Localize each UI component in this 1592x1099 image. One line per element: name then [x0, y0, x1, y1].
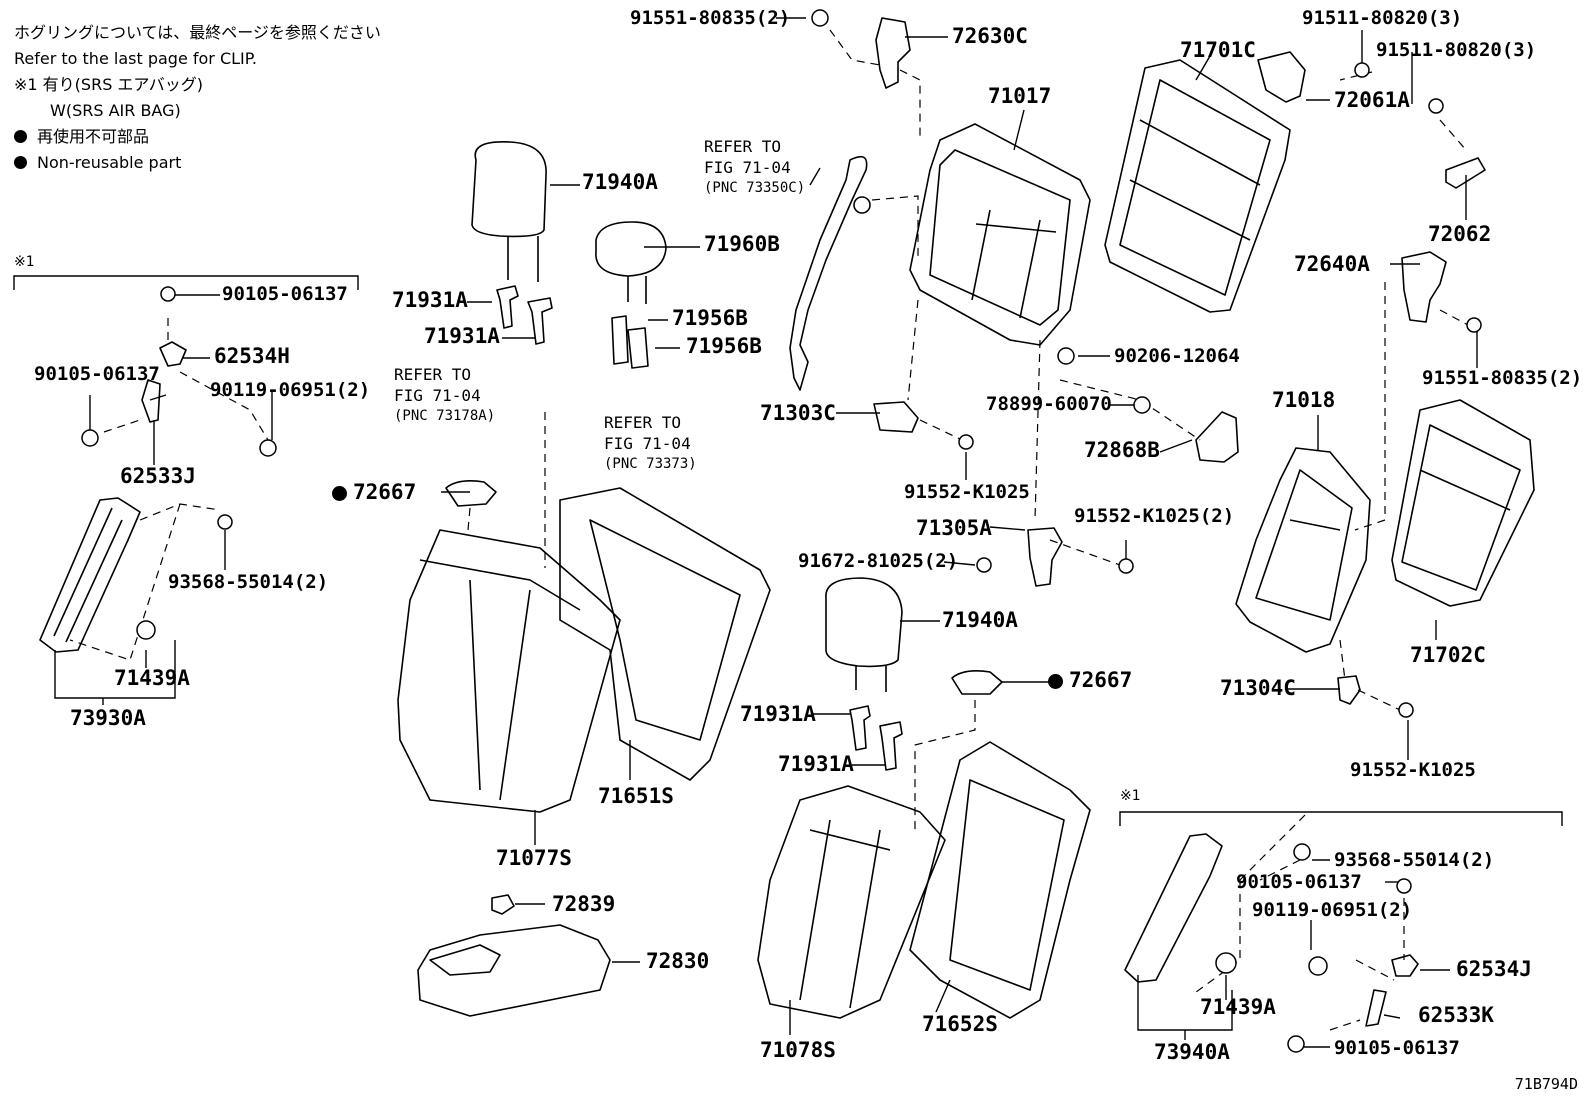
part-label[interactable]: 91511-80820(3)	[1302, 7, 1463, 29]
nonreusable-dot-icon	[332, 486, 347, 501]
legend-clip-note-ja: ホグリングについては、最終ページを参照ください	[14, 23, 381, 42]
part-label[interactable]: 71931A	[778, 752, 854, 776]
part-label[interactable]: 71077S	[496, 846, 572, 870]
seat-belt	[789, 155, 868, 391]
part-label[interactable]: 90206-12064	[1114, 345, 1240, 367]
part-label[interactable]: 71303C	[760, 401, 836, 425]
seatback-board-71702c	[1391, 399, 1535, 607]
part-label[interactable]: 90119-06951(2)	[210, 379, 371, 401]
group-bracket-left	[13, 275, 359, 290]
part-label[interactable]: 93568-55014(2)	[168, 571, 329, 593]
part-label[interactable]: 71018	[1272, 388, 1336, 412]
part-label[interactable]: 91551-80835(2)	[1422, 367, 1583, 389]
part-label[interactable]: 73930A	[70, 706, 146, 730]
armrest-72830	[417, 924, 611, 1017]
seat-pad-71651s	[559, 487, 771, 781]
part-label[interactable]: 72839	[552, 892, 616, 916]
group-bracket-right	[1119, 811, 1563, 826]
seatback-frame-71017	[909, 123, 1091, 346]
part-label[interactable]: 71931A	[424, 324, 500, 348]
part-label[interactable]: 72868B	[1084, 438, 1160, 462]
part-label[interactable]: 71651S	[598, 784, 674, 808]
part-label-nonreusable[interactable]: 72667	[1048, 670, 1132, 691]
airbag-73930a	[39, 497, 141, 653]
part-label[interactable]: 91552-K1025	[1350, 759, 1476, 781]
part-label[interactable]: 72640A	[1294, 252, 1370, 276]
seat-pad-71652s	[909, 741, 1091, 1019]
part-label[interactable]: 90119-06951(2)	[1252, 899, 1413, 921]
part-label[interactable]: 91552-K1025(2)	[1074, 505, 1235, 527]
legend-srs-note-en: W(SRS AIR BAG)	[50, 101, 181, 120]
part-label[interactable]: 90105-06137	[1334, 1037, 1460, 1059]
legend-srs-note-ja: ※1 有り(SRS エアバッグ)	[14, 75, 204, 94]
part-label[interactable]: 72061A	[1334, 88, 1410, 112]
seat-cover-71077s	[397, 529, 621, 813]
part-label[interactable]: 71652S	[922, 1012, 998, 1036]
part-label[interactable]: 62534H	[214, 344, 290, 368]
part-label[interactable]: 90105-06137	[222, 283, 348, 305]
airbag-73940a	[1124, 833, 1223, 983]
group-note-right: ※1	[1120, 788, 1141, 804]
figure-id: 71B794D	[1514, 1075, 1578, 1093]
nonreusable-dot-icon	[1048, 674, 1063, 689]
headrest-71940a-lower	[825, 577, 903, 668]
part-label[interactable]: 71702C	[1410, 643, 1486, 667]
legend-nonreusable-ja: 再使用不可部品	[14, 124, 381, 150]
part-label[interactable]: 71931A	[740, 702, 816, 726]
part-label[interactable]: 72630C	[952, 24, 1028, 48]
part-label[interactable]: 62533J	[120, 464, 196, 488]
legend-clip-note-en: Refer to the last page for CLIP.	[14, 49, 257, 68]
headrest-71960b	[595, 221, 667, 277]
part-label[interactable]: 71078S	[760, 1038, 836, 1062]
part-label[interactable]: 71931A	[392, 288, 468, 312]
part-label[interactable]: 72830	[646, 949, 710, 973]
part-label[interactable]: 71017	[988, 84, 1052, 108]
part-label[interactable]: 91511-80820(3)	[1376, 39, 1537, 61]
part-label[interactable]: 71940A	[942, 608, 1018, 632]
part-label[interactable]: 91551-80835(2)	[630, 7, 791, 29]
part-label[interactable]: 91672-81025(2)	[798, 550, 959, 572]
part-label[interactable]: 71305A	[916, 516, 992, 540]
legend-nonreusable-en: Non-reusable part	[14, 150, 381, 176]
part-label[interactable]: 62533K	[1418, 1003, 1494, 1027]
part-label[interactable]: 93568-55014(2)	[1334, 849, 1495, 871]
part-label-nonreusable[interactable]: 72667	[332, 482, 416, 503]
part-label[interactable]: 71956B	[672, 306, 748, 330]
part-label[interactable]: 72062	[1428, 222, 1492, 246]
part-label[interactable]: 71956B	[686, 334, 762, 358]
part-label[interactable]: 91552-K1025	[904, 481, 1030, 503]
part-label[interactable]: 71439A	[114, 666, 190, 690]
part-label[interactable]: 71940A	[582, 170, 658, 194]
nonreusable-dot-icon	[14, 130, 27, 143]
part-label[interactable]: 90105-06137	[34, 363, 160, 385]
part-label[interactable]: 71960B	[704, 232, 780, 256]
group-note-left: ※1	[14, 254, 35, 270]
seat-cover-71078s	[757, 785, 946, 1019]
part-label[interactable]: 73940A	[1154, 1040, 1230, 1064]
seatback-frame-71018	[1235, 447, 1371, 653]
part-label[interactable]: 71439A	[1200, 995, 1276, 1019]
nonreusable-dot-icon	[14, 156, 27, 169]
part-label[interactable]: 90105-06137	[1236, 871, 1362, 893]
part-label[interactable]: 71701C	[1180, 38, 1256, 62]
seatback-board-71701c	[1104, 59, 1291, 313]
legend: ホグリングについては、最終ページを参照ください Refer to the las…	[14, 20, 381, 176]
part-label[interactable]: 62534J	[1456, 957, 1532, 981]
headrest-71940a-top	[471, 141, 547, 238]
part-label[interactable]: 78899-60070	[986, 393, 1112, 415]
part-label[interactable]: 71304C	[1220, 676, 1296, 700]
